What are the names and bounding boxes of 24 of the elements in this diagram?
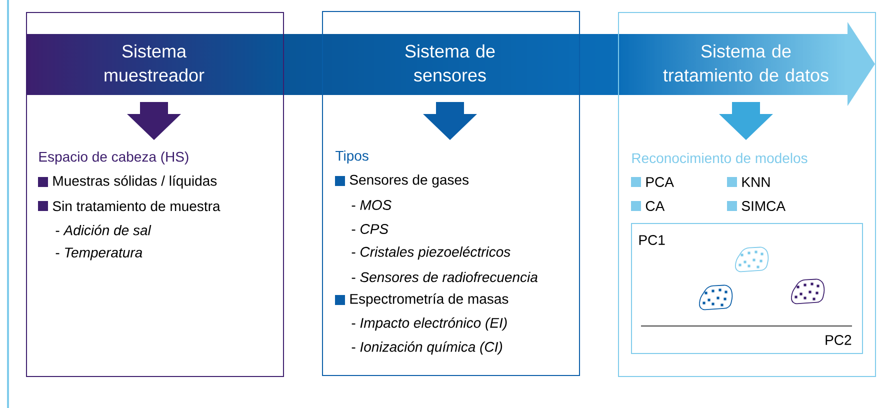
list-item: Sin tratamiento de muestra bbox=[38, 200, 220, 212]
list-item: Espectrometría de masas bbox=[335, 293, 508, 307]
list-item: KNN bbox=[727, 177, 770, 187]
panel-heading: Sistema de tratamiento de datos bbox=[663, 44, 828, 82]
sub-item: - MOS bbox=[352, 200, 392, 210]
axis-label: PC1 bbox=[639, 235, 665, 245]
section-title: Espacio de cabeza (HS) bbox=[39, 151, 188, 165]
sub-item: - Cristales piezoeléctricos bbox=[352, 246, 510, 260]
list-item: SIMCA bbox=[727, 201, 786, 211]
axis-label: PC2 bbox=[826, 335, 852, 345]
sub-item: - Ionización química (CI) bbox=[352, 341, 502, 355]
list-item: PCA bbox=[631, 177, 674, 187]
section-title: Reconocimiento de modelos bbox=[632, 152, 808, 164]
list-item: Sensores de gases bbox=[335, 174, 469, 188]
list-item: Muestras sólidas / líquidas bbox=[38, 175, 217, 189]
section-title: Tipos bbox=[336, 150, 368, 164]
panel-heading: Sistema de sensores bbox=[405, 44, 495, 82]
sub-item: - Adición de sal bbox=[56, 224, 152, 236]
sub-item: - Impacto electrónico (EI) bbox=[352, 317, 507, 331]
sub-item: - Sensores de radiofrecuencia bbox=[352, 272, 538, 282]
sub-item: - CPS bbox=[352, 224, 388, 234]
list-item: CA bbox=[631, 201, 665, 211]
panel-heading: Sistema muestreador bbox=[104, 44, 204, 82]
sub-item: - Temperatura bbox=[56, 248, 142, 260]
